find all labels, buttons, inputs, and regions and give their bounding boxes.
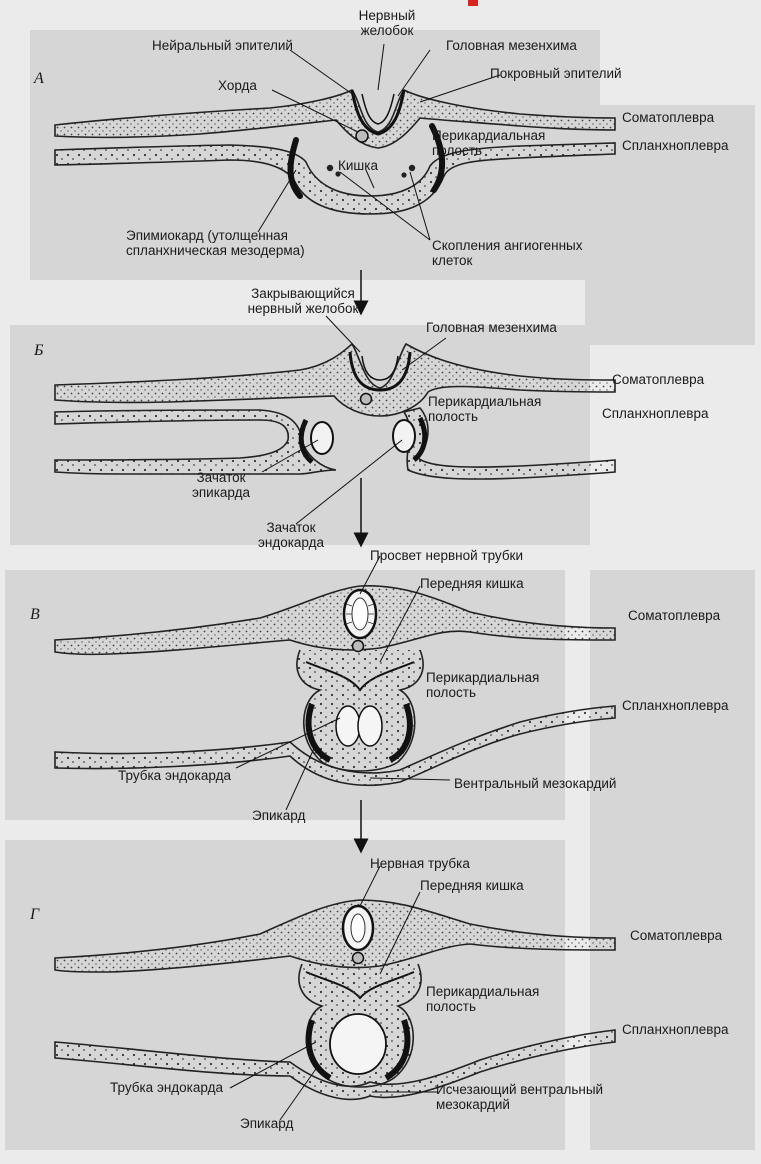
label-somatopleure-a: Соматоплевра [622, 110, 714, 125]
label-nervous-groove: Нервный желобок [342, 8, 432, 38]
label-ventral-mesocardium: Вентральный мезокардий [454, 776, 616, 791]
label-splanchnopleure-c: Спланхноплевра [622, 698, 729, 713]
label-pericardial-cavity-b: Перикардиальная полость [428, 394, 541, 424]
label-neural-tube-lumen: Просвет нервной трубки [370, 548, 523, 563]
label-foregut-c: Передняя кишка [420, 576, 524, 591]
label-chord: Хорда [218, 78, 257, 93]
panel-letter-a: А [34, 70, 44, 88]
label-endocardium-primordium: Зачаток эндокарда [246, 520, 336, 550]
label-pericardial-cavity-a: Перикардиальная полость [432, 128, 545, 158]
label-head-mesenchyme-b: Головная мезенхима [426, 320, 557, 335]
label-epicardium-c: Эпикард [252, 808, 305, 823]
label-vanishing-mesocardium: Исчезающий вентральный мезокардий [436, 1082, 603, 1112]
panel-letter-b: Б [34, 342, 43, 360]
label-somatopleure-b: Соматоплевра [612, 372, 704, 387]
label-gut: Кишка [338, 158, 378, 173]
label-epimyocardium: Эпимиокард (утолщенная спланхническая ме… [126, 228, 305, 258]
label-closing-groove: Закрывающийся нервный желобок [228, 286, 378, 316]
label-somatopleure-d: Соматоплевра [630, 928, 722, 943]
label-endocardial-tube-d: Трубка эндокарда [110, 1080, 223, 1095]
label-epicardium-primordium: Зачаток эпикарда [176, 470, 266, 500]
label-foregut-d: Передняя кишка [420, 878, 524, 893]
label-pericardial-cavity-d: Перикардиальная полость [426, 984, 539, 1014]
panel-letter-d: Г [30, 906, 39, 924]
label-endocardial-tube-c: Трубка эндокарда [118, 768, 231, 783]
label-epicardium-d: Эпикард [240, 1116, 293, 1131]
label-head-mesenchyme-a: Головная мезенхима [446, 38, 577, 53]
label-pericardial-cavity-c: Перикардиальная полость [426, 670, 539, 700]
label-splanchnopleure-a: Спланхноплевра [622, 138, 729, 153]
label-somatopleure-c: Соматоплевра [628, 608, 720, 623]
label-neural-epithelium: Нейральный эпителий [152, 38, 293, 53]
label-integumentary-epithelium: Покровный эпителий [490, 66, 622, 81]
label-angiogenic-clusters: Скопления ангиогенных клеток [432, 238, 583, 268]
label-splanchnopleure-b: Спланхноплевра [602, 406, 709, 421]
label-neural-tube: Нервная трубка [370, 856, 470, 871]
panel-letter-c: В [30, 606, 40, 624]
label-splanchnopleure-d: Спланхноплевра [622, 1022, 729, 1037]
